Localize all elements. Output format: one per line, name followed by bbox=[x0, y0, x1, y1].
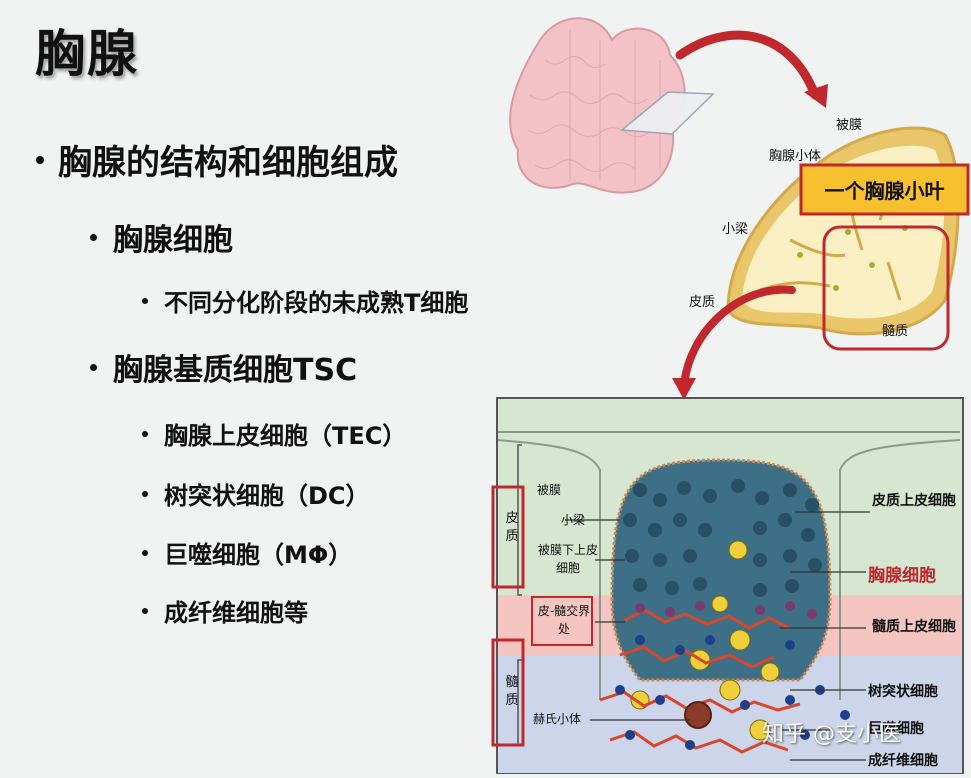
region-cortex-label: 皮质 bbox=[505, 511, 519, 544]
label-dendritic-cell: 树突状细胞 bbox=[868, 684, 938, 700]
bullet-dot bbox=[142, 490, 148, 497]
bullet-tec: 胸腺上皮细胞（TEC） bbox=[142, 416, 406, 451]
bullet-dot bbox=[142, 297, 148, 304]
histology-panel bbox=[497, 398, 963, 774]
bullet-label: 胸腺上皮细胞（TEC） bbox=[164, 422, 407, 450]
lobule-highlight-label: 一个胸腺小叶 bbox=[824, 179, 945, 203]
label-thymocyte: 胸腺细胞 bbox=[868, 566, 936, 586]
bullet-dot bbox=[90, 363, 97, 371]
label-thymic-body: 胸腺小体 bbox=[769, 149, 822, 164]
bullet-dot bbox=[36, 155, 44, 164]
label-medulla: 髓质 bbox=[882, 324, 909, 339]
bullet-dot bbox=[142, 607, 148, 614]
bullet-dc: 树突状细胞（DC） bbox=[142, 476, 370, 511]
junction-box bbox=[531, 596, 593, 646]
thymus-organ-image bbox=[509, 17, 715, 194]
bullet-label: 不同分化阶段的未成熟T细胞 bbox=[164, 289, 469, 317]
watermark: 知乎 @支小医 bbox=[762, 722, 901, 747]
bullet-immature-t: 不同分化阶段的未成熟T细胞 bbox=[142, 283, 468, 318]
bullet-label: 树突状细胞（DC） bbox=[164, 482, 370, 510]
thymus-lobule-diagram bbox=[726, 126, 970, 351]
label-hist-trabecula: 小梁 bbox=[561, 513, 586, 527]
bullet-tsc: 胸腺基质细胞TSC bbox=[90, 345, 357, 389]
bullet-thymocytes: 胸腺细胞 bbox=[90, 215, 233, 259]
bullet-dot bbox=[142, 430, 148, 437]
cortex-region-box bbox=[491, 485, 525, 589]
label-hist-capsule: 被膜 bbox=[537, 483, 562, 497]
label-cortex: 皮质 bbox=[689, 295, 716, 310]
bullet-dot bbox=[142, 549, 148, 556]
bullet-label: 胸腺的结构和细胞组成 bbox=[58, 143, 398, 183]
region-medulla-label: 髓质 bbox=[505, 675, 519, 708]
label-hassall-corpuscle: 赫氏小体 bbox=[533, 712, 582, 726]
medulla-region-box bbox=[491, 638, 525, 747]
bullet-label: 胸腺细胞 bbox=[113, 223, 233, 258]
label-cortico-medullary-junction: 皮-髓交界处 bbox=[537, 604, 591, 636]
arrow-icon bbox=[675, 30, 820, 100]
bullet-dot bbox=[90, 233, 97, 241]
label-macrophage: 巨噬细胞 bbox=[868, 721, 924, 737]
bullet-label: 胸腺基质细胞TSC bbox=[113, 353, 358, 388]
bullet-label: 成纤维细胞等 bbox=[164, 599, 308, 627]
label-subcapsular-epithelium: 被膜下上皮细胞 bbox=[537, 543, 598, 575]
lobule-highlight-box bbox=[799, 163, 970, 216]
label-medullary-epithelium: 髓质上皮细胞 bbox=[872, 619, 956, 635]
bullet-fibroblast: 成纤维细胞等 bbox=[142, 593, 308, 628]
arrow-icon bbox=[680, 285, 796, 389]
medulla-highlight-box bbox=[822, 225, 950, 351]
bullet-structure: 胸腺的结构和细胞组成 bbox=[36, 135, 398, 184]
label-cortical-epithelium: 皮质上皮细胞 bbox=[872, 493, 956, 509]
label-capsule: 被膜 bbox=[836, 118, 863, 133]
label-trabecula: 小梁 bbox=[722, 222, 749, 237]
hassall-corpuscle bbox=[684, 701, 712, 729]
bullet-label: 巨噬细胞（MΦ） bbox=[164, 541, 353, 569]
bullet-macrophage: 巨噬细胞（MΦ） bbox=[142, 535, 352, 570]
slide-title: 胸腺 bbox=[35, 25, 139, 83]
label-fibroblast: 成纤维细胞 bbox=[868, 753, 938, 769]
